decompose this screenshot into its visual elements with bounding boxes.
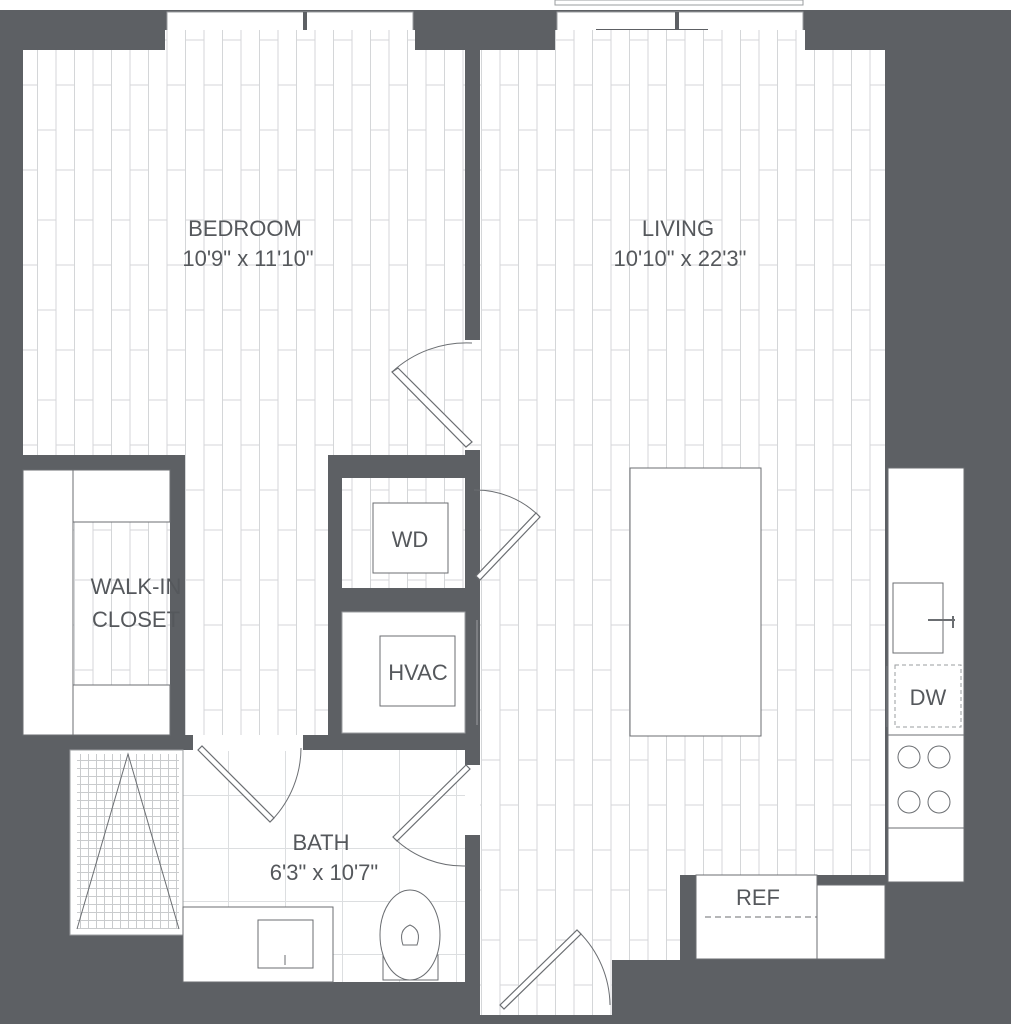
closet-label-line2: CLOSET xyxy=(92,607,180,632)
wd-label: WD xyxy=(392,527,429,552)
hvac-unit xyxy=(379,635,456,707)
closet-shelf-top xyxy=(72,469,171,523)
entry-door[interactable] xyxy=(499,929,611,1010)
burner-icon xyxy=(897,745,921,769)
kitchen-counter xyxy=(886,467,965,883)
closet-shelf-left xyxy=(22,469,74,736)
burner-icon xyxy=(897,790,921,814)
bath-vanity xyxy=(182,906,334,983)
refrigerator xyxy=(695,874,886,960)
washer-dryer xyxy=(372,502,449,574)
faucet-icon xyxy=(928,616,955,628)
burner-icon xyxy=(927,790,951,814)
burner-icon xyxy=(927,745,951,769)
closet-label-line1: WALK-IN xyxy=(91,574,182,599)
bedroom-size: 10'9" x 11'10" xyxy=(182,246,313,271)
dw-label: DW xyxy=(910,685,947,710)
bedroom-floor xyxy=(23,30,465,735)
bedroom-label: BEDROOM xyxy=(188,216,302,241)
bedroom-window xyxy=(166,11,414,33)
bedroom-door[interactable] xyxy=(391,342,473,448)
living-size: 10'10" x 22'3" xyxy=(614,246,747,271)
dishwasher xyxy=(894,664,962,728)
bath-door-2[interactable] xyxy=(392,764,471,867)
bath-size: 6'3" x 10'7" xyxy=(270,860,378,885)
pantry-cabinet xyxy=(816,884,886,960)
living-label: LIVING xyxy=(642,216,714,241)
closet-shelf-bottom xyxy=(72,684,171,736)
bath-label: BATH xyxy=(292,830,349,855)
ref-label: REF xyxy=(736,885,780,910)
living-floor xyxy=(465,30,885,1015)
walk-in-closet xyxy=(22,469,171,736)
kitchen-island xyxy=(629,467,762,737)
cooktop xyxy=(887,734,965,829)
toilet xyxy=(379,889,441,981)
hvac-label: HVAC xyxy=(388,660,448,685)
shower xyxy=(69,749,184,936)
laundry-door[interactable] xyxy=(473,489,541,581)
kitchen-sink xyxy=(892,582,944,654)
bath-door[interactable] xyxy=(197,745,302,823)
